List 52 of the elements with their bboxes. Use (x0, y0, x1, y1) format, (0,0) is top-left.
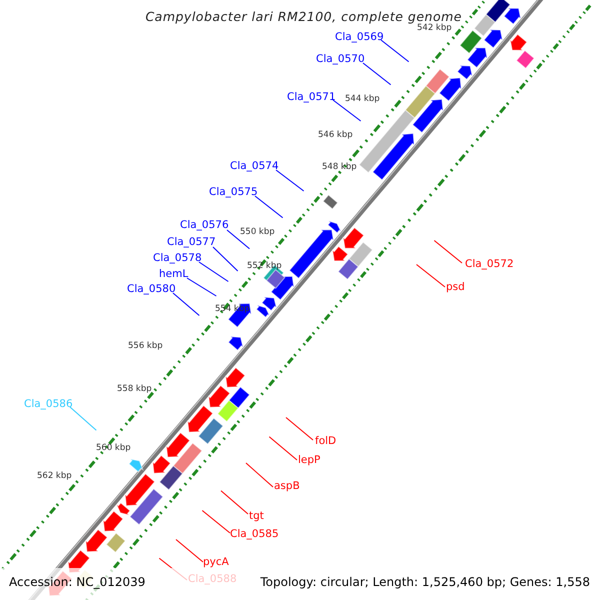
tick-label: 558 kbp (117, 385, 152, 394)
leader-line (176, 539, 204, 562)
tick-label: 544 kbp (345, 95, 380, 104)
leader-line (380, 40, 410, 62)
leader-line (70, 406, 97, 431)
tick-label: 548 kbp (322, 163, 357, 172)
tick-label: 550 kbp (240, 228, 275, 236)
gene-label: Cla_0577 (167, 237, 216, 248)
leader-line (172, 292, 200, 316)
gene-label: Cla_0571 (287, 92, 336, 102)
leader-line (246, 462, 274, 488)
leader-line (212, 246, 238, 272)
gene-label: Cla_0580 (127, 284, 176, 294)
gene-label: Cla_0576 (180, 220, 229, 230)
footer-text: Topology: circular; Length: 1,525,460 bp; Genes: 1,558 (260, 576, 590, 588)
gene-label: Cla_0570 (316, 54, 365, 64)
gene-label: Cla_0588 (188, 574, 237, 584)
leader-line (362, 62, 392, 86)
leader-line (198, 262, 229, 282)
leader-line (416, 264, 446, 288)
leader-line (186, 278, 217, 296)
gene-label: folD (315, 436, 336, 446)
gene-label: Cla_0575 (209, 187, 258, 198)
gene-label: Cla_0586 (24, 399, 73, 410)
leader-line (332, 100, 362, 122)
tick-label: 560 kbp (96, 444, 131, 452)
leader-line (268, 436, 298, 460)
gene-label: Cla_0585 (230, 529, 279, 540)
leader-line (226, 230, 250, 250)
leader-line (254, 196, 284, 218)
tick-label: 542 kbp (417, 24, 452, 32)
gene-label: Cla_0572 (465, 259, 514, 270)
gene-label: Cla_0574 (230, 161, 279, 172)
leader-line (220, 490, 248, 514)
gene-label: pycA (203, 557, 229, 568)
footer-text: Accession: NC_012039 (9, 576, 146, 588)
leader-line (434, 240, 462, 264)
gene-label: lepP (298, 455, 320, 466)
title: Campylobacter lari RM2100, complete genome (145, 11, 462, 24)
gene-label: Cla_0578 (153, 253, 202, 264)
gene-label: Cla_0569 (335, 32, 384, 42)
tick-label: 552 kbp (247, 262, 282, 270)
tick-label: 556 kbp (128, 342, 163, 350)
tick-label: 546 kbp (318, 131, 353, 140)
leader-line (202, 510, 230, 534)
leader-line (286, 417, 314, 440)
leader-line (276, 170, 304, 192)
gene-label: aspB (274, 481, 300, 492)
gene-label: psd (446, 282, 465, 292)
gene-label: tgt (249, 511, 264, 522)
gene-label: hemL (159, 269, 188, 280)
tick-label: 562 kbp (37, 472, 72, 480)
